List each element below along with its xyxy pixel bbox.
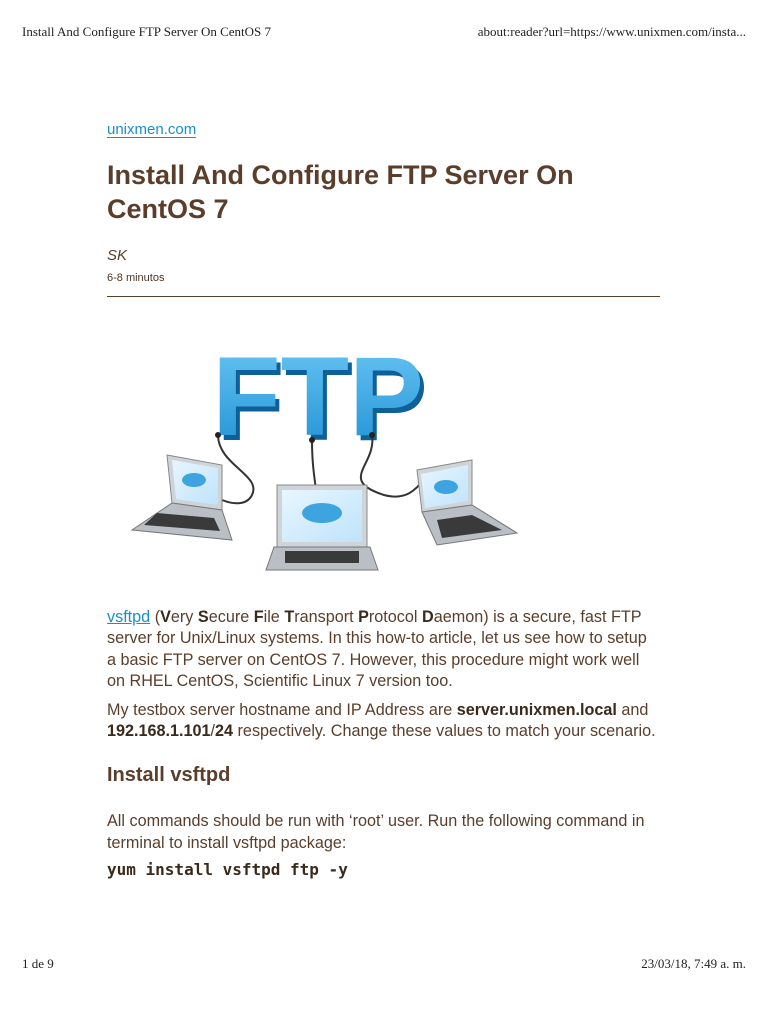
article-author: SK	[107, 247, 128, 264]
laptop-center-icon	[265, 484, 379, 571]
article-title-line-2: CentOS 7	[107, 194, 229, 224]
laptop-left-icon	[130, 454, 233, 541]
source-domain-link[interactable]: unixmen.com	[107, 121, 197, 138]
hostname-value: server.unixmen.local	[456, 700, 617, 719]
laptop-right-icon	[416, 459, 519, 546]
article-title: Install And Configure FTP Server On Cent…	[107, 158, 660, 226]
print-footer: 1 de 9 23/03/18, 7:49 a. m.	[22, 956, 746, 972]
ftp-text-shadow: FTP	[216, 345, 428, 464]
section-heading-install: Install vsftpd	[107, 764, 231, 787]
ftp-hero-image: FTP FTP	[122, 334, 522, 575]
subnet-value: 24	[215, 722, 234, 741]
article: unixmen.com Install And Configure FTP Se…	[107, 120, 660, 879]
page-number: 1 de 9	[22, 956, 54, 971]
vsftpd-link[interactable]: vsftpd	[107, 608, 151, 626]
print-datetime: 23/03/18, 7:49 a. m.	[641, 956, 746, 971]
testbox-paragraph: My testbox server hostname and IP Addres…	[107, 700, 656, 741]
article-title-line-1: Install And Configure FTP Server On	[107, 160, 574, 190]
reading-time: 6-8 minutos	[107, 272, 165, 284]
print-header-title: Install And Configure FTP Server On Cent…	[22, 24, 272, 39]
install-command-code: yum install vsftpd ftp -y	[107, 860, 348, 880]
intro-paragraph: vsftpd (Very Secure File Transport Proto…	[107, 608, 647, 691]
header-divider	[107, 296, 660, 297]
print-header: Install And Configure FTP Server On Cent…	[22, 24, 746, 40]
ftp-network-illustration: FTP FTP	[130, 334, 519, 571]
print-header-url: about:reader?url=https://www.unixmen.com…	[477, 24, 746, 39]
install-instructions-paragraph: All commands should be run with ‘root’ u…	[107, 812, 645, 852]
ftp-text: FTP	[212, 345, 424, 459]
ip-address-value: 192.168.1.101	[107, 722, 211, 741]
